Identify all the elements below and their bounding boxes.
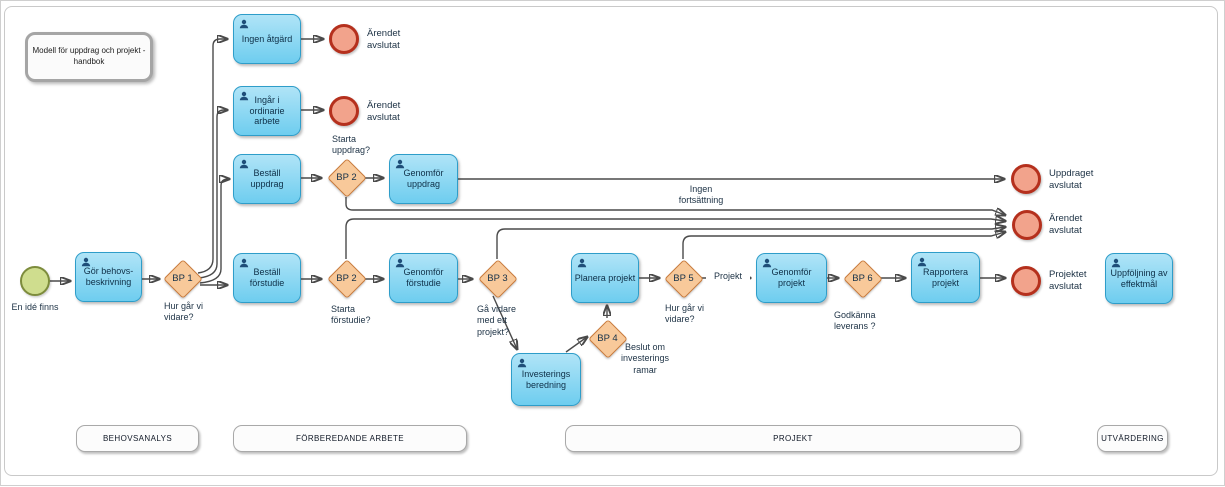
gateway-bp2-uppdrag[interactable]: BP 2 [327,158,367,198]
flow-investeringsberedning-to-bp4 [565,337,587,353]
gateway-bp4-question: Beslut om investerings ramar [620,342,670,375]
person-icon [395,159,405,169]
task-ingen-atgard[interactable]: Ingen åtgärd [233,14,301,64]
person-icon [917,257,927,267]
lane-label: FÖRBEREDANDE ARBETE [295,434,405,443]
lane-utvardering[interactable]: UTVÄRDERING [1097,425,1168,452]
gateway-bp6-question: Godkänna leverans ? [834,310,876,332]
task-label: Uppföljning av effektmål [1110,267,1168,289]
diagram-canvas-frame [4,6,1218,476]
lane-projekt[interactable]: PROJEKT [565,425,1021,452]
lane-behovsanalys[interactable]: BEHOVSANALYS [76,425,199,452]
gateway-bp6[interactable]: BP 6 [843,259,883,299]
end-event-label: Ärendet avslutat [1049,213,1083,236]
gateway-bp2-uppdrag-question: Starta uppdrag? [332,134,371,156]
gateway-bp1-question: Hur går vi vidare? [164,301,204,323]
flow-bp1-to-bestall-uppdrag [199,179,229,284]
task-label: Genomför förstudie [403,267,444,288]
task-bestall-forstudie[interactable]: Beställ förstudie [233,253,301,303]
task-label: Planera projekt [574,272,636,283]
gateway-label: BP 6 [852,273,873,284]
edge-label-projekt: Projekt [706,271,750,283]
gateway-bp1[interactable]: BP 1 [163,259,203,299]
task-investeringsberedning[interactable]: Investerings beredning [511,353,581,406]
task-planera-projekt[interactable]: Planera projekt [571,253,639,303]
end-event-projektet-avslutat[interactable] [1011,266,1041,296]
gateway-label: BP 3 [487,273,508,284]
task-gor-behovsbeskrivning[interactable]: Gör behovs- beskrivning [75,252,142,302]
flow-bp2-uppdrag-to-arendet-avslutat [345,197,1005,215]
annotation-note[interactable]: Modell för uppdrag och projekt - handbok [25,32,153,82]
gateway-bp4[interactable]: BP 4 [588,319,628,359]
person-icon [81,257,91,267]
end-event-label: Ärendet avslutat [367,100,401,123]
task-genomfor-uppdrag[interactable]: Genomför uppdrag [389,154,458,204]
person-icon [762,258,772,268]
flow-bp1-to-ingen-atgard [197,39,227,274]
task-label: Investerings beredning [521,368,571,390]
gateway-bp5-question: Hur går vi vidare? [665,303,705,325]
gateway-label: BP 2 [336,172,357,183]
task-label: Rapportera projekt [922,266,969,288]
task-label: Genomför projekt [771,267,812,288]
gateway-label: BP 5 [673,273,694,284]
flow-bp1-to-ingar-i-ordinarie [198,110,227,279]
task-ingar-i-ordinarie-arbete[interactable]: Ingår i ordinarie arbete [233,86,301,136]
task-label: Genomför uppdrag [403,168,444,189]
task-label: Beställ uppdrag [250,168,284,189]
end-event-label: Ärendet avslutat [367,28,401,51]
person-icon [239,19,249,29]
lane-label: BEHOVSANALYS [102,434,173,443]
task-label: Ingår i ordinarie arbete [249,94,285,127]
gateway-label: BP 1 [172,273,193,284]
person-icon [239,258,249,268]
end-event-arendet-avslutat-3[interactable] [1012,210,1042,240]
task-label: Beställ förstudie [249,267,285,288]
person-icon [517,358,527,368]
gateway-label: BP 2 [336,273,357,284]
task-bestall-uppdrag[interactable]: Beställ uppdrag [233,154,301,204]
lane-label: PROJEKT [773,434,813,443]
task-rapportera-projekt[interactable]: Rapportera projekt [911,252,980,303]
gateway-bp2-forstudie[interactable]: BP 2 [327,259,367,299]
end-event-arendet-avslutat-2[interactable] [329,96,359,126]
end-event-arendet-avslutat-1[interactable] [329,24,359,54]
gateway-bp3-question: Gå vidare med ett projekt? [477,304,517,337]
person-icon [239,159,249,169]
task-label: Gör behovs- beskrivning [83,266,134,287]
gateway-label: BP 4 [597,333,618,344]
person-icon [395,258,405,268]
end-event-uppdraget-avslutat[interactable] [1011,164,1041,194]
flow-bp5-to-arendet-avslutat [682,232,1005,259]
flow-bp3-to-investeringsberedning [492,295,517,349]
task-uppfoljning-av-effektmal[interactable]: Uppföljning av effektmål [1105,253,1173,304]
gateway-bp5[interactable]: BP 5 [664,259,704,299]
lane-forberedande-arbete[interactable]: FÖRBEREDANDE ARBETE [233,425,467,452]
task-genomfor-forstudie[interactable]: Genomför förstudie [389,253,458,303]
task-label: Ingen åtgärd [241,33,293,44]
end-event-label: Projektet avslutat [1049,269,1087,292]
task-genomfor-projekt[interactable]: Genomför projekt [756,253,827,303]
start-event-label: En idé finns [11,302,59,312]
start-event-circle[interactable] [20,266,50,296]
flow-bp3-to-arendet-avslutat [496,227,1005,259]
person-icon [239,91,249,101]
lane-label: UTVÄRDERING [1101,434,1164,443]
end-event-label: Uppdraget avslutat [1049,168,1094,191]
flow-bp2-forstudie-to-arendet-avslutat [345,219,1005,259]
annotation-note-text: Modell för uppdrag och projekt - handbok [32,46,146,66]
edge-label-ingen-fortsattning: Ingen fortsättning [678,184,724,206]
gateway-bp3[interactable]: BP 3 [478,259,518,299]
person-icon [577,258,587,268]
person-icon [1111,258,1121,268]
gateway-bp2-forstudie-question: Starta förstudie? [331,304,371,326]
